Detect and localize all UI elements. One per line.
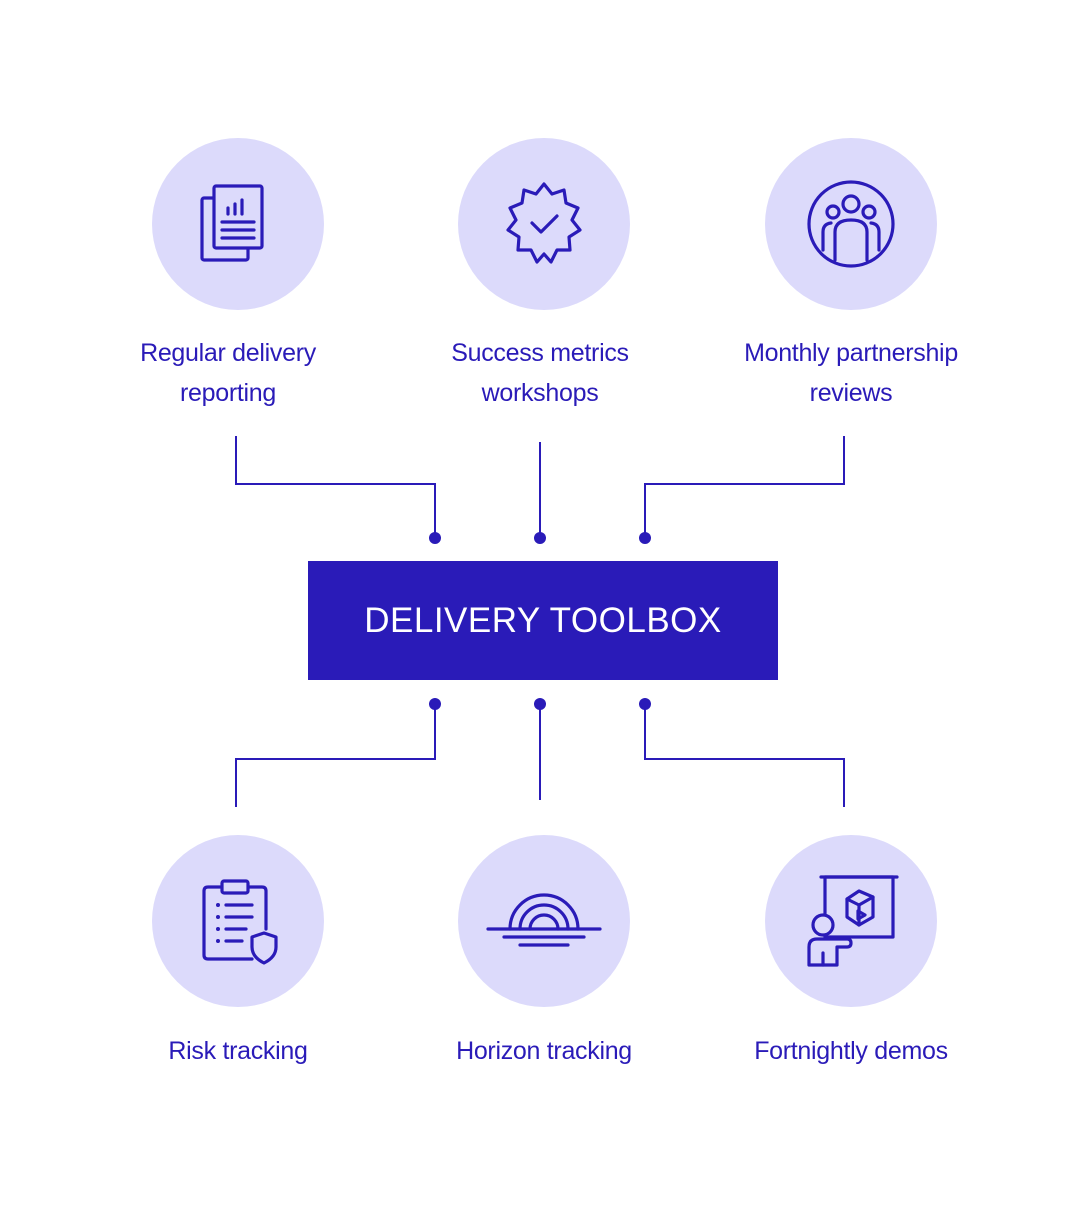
connector-bottom-right — [644, 704, 845, 807]
connector-bottom-left — [235, 704, 436, 807]
label-risk-tracking: Risk tracking — [168, 1037, 308, 1065]
demos-circle — [765, 835, 937, 1007]
connector-dot — [534, 698, 546, 710]
report-circle — [152, 138, 324, 310]
horizon-rainbow-icon — [486, 893, 602, 947]
label-regular-delivery-reporting: Regular delivery reporting — [140, 339, 316, 407]
team-group-icon — [807, 180, 895, 268]
metrics-circle — [458, 138, 630, 310]
label-monthly-partnership-reviews: Monthly partnership reviews — [744, 339, 958, 407]
horizon-circle — [458, 835, 630, 1007]
connector-top-right — [644, 436, 845, 538]
presenter-demo-icon — [807, 875, 899, 967]
label-fortnightly-demos: Fortnightly demos — [754, 1037, 948, 1065]
verified-badge-icon — [506, 182, 582, 264]
report-document-icon — [200, 184, 264, 262]
delivery-toolbox-title: DELIVERY TOOLBOX — [364, 600, 722, 640]
clipboard-shield-icon — [202, 879, 278, 965]
connector-dot — [534, 532, 546, 544]
label-success-metrics-workshops: Success metrics workshops — [451, 339, 629, 407]
connector-dot — [639, 698, 651, 710]
partnership-circle — [765, 138, 937, 310]
risk-circle — [152, 835, 324, 1007]
delivery-toolbox-box: DELIVERY TOOLBOX — [308, 561, 778, 680]
connector-dot — [429, 532, 441, 544]
label-horizon-tracking: Horizon tracking — [456, 1037, 632, 1065]
connector-dot — [639, 532, 651, 544]
connector-top-left — [235, 436, 436, 538]
connector-dot — [429, 698, 441, 710]
